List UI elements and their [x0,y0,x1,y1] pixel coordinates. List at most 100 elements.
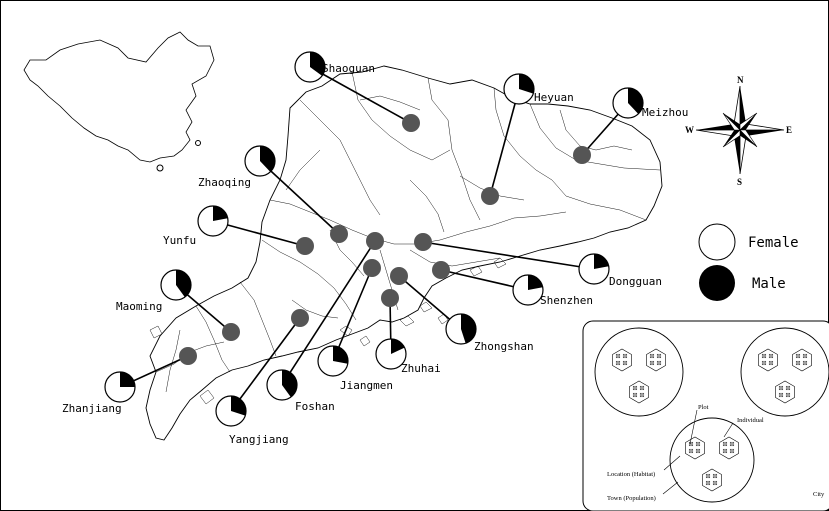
sampling-site-yangjiang [291,309,309,327]
sampling-site-shaoguan [402,114,420,132]
diagram-location-hexagon [775,380,795,404]
diagram-individual-mark [690,443,692,445]
pie-male-slice [594,254,609,269]
diagram-individual-mark [634,394,636,396]
sampling-site-yunfu [296,237,314,255]
diagram-individual-mark [714,475,716,477]
pie-male-slice [120,372,135,387]
compass-w-label: W [685,125,694,135]
compass-e-label: E [786,125,792,135]
city-label-zhanjiang: Zhanjiang [62,402,122,415]
city-label-dongguan: Dongguan [609,275,662,288]
city-label-foshan: Foshan [295,400,335,413]
diagram-city-label: City [813,491,825,498]
city-label-yunfu: Yunfu [163,234,196,247]
diagram-individual-mark [697,443,699,445]
diagram-location-hexagon [702,468,722,492]
diagram-individual-mark [731,443,733,445]
diagram-individual-mark [780,387,782,389]
diagram-individual-mark [651,355,653,357]
sex-ratio-pie-dongguan [578,253,610,285]
city-label-yangjiang: Yangjiang [229,433,289,446]
sampling-site-jiangmen [363,259,381,277]
compass-n-label: N [737,75,744,85]
diagram-individual-mark [641,387,643,389]
sex-ratio-pie-meizhou [612,87,644,119]
diagram-individual-mark [724,443,726,445]
diagram-individual-mark [797,355,799,357]
city-label-jiangmen: Jiangmen [340,379,393,392]
leader-line-foshan [281,240,376,386]
leader-line-shaoguan [309,66,412,124]
diagram-location-hexagon [792,348,812,372]
city-label-heyuan: Heyuan [534,91,574,104]
city-label-shaoguan: Shaoguan [322,62,375,75]
sex-ratio-pie-jiangmen [317,345,349,377]
sampling-site-zhuhai [381,289,399,307]
diagram-individual-mark [707,482,709,484]
diagram-location-hexagon [629,380,649,404]
diagram-individual-mark [724,450,726,452]
diagram-individual-mark [634,387,636,389]
legend-female-label: Female [748,235,799,251]
sampling-site-maoming [222,323,240,341]
pie-male-slice [176,270,191,298]
sampling-site-heyuan [481,187,499,205]
sex-ratio-pies [104,51,644,427]
diagram-town-circle [740,327,829,417]
pie-male-slice [231,396,247,416]
diagram-town-label: Town (Population) [607,495,656,502]
sampling-site-zhongshan [390,267,408,285]
sex-ratio-pie-zhuhai [375,338,407,370]
sex-ratio-pie-zhanjiang [104,371,136,403]
diagram-town-circle [669,417,755,503]
diagram-individual-mark [787,387,789,389]
diagram-individual-mark [804,355,806,357]
pie-male-slice [260,146,275,172]
sex-ratio-pie-shaoguan [294,51,326,83]
pie-male-slice [391,339,405,354]
sex-ratio-pie-yunfu [197,205,229,237]
taiwan-inset-island [195,140,201,146]
compass-s-label: S [737,177,742,187]
leader-line-yunfu [212,220,306,247]
leader-line-jiangmen [332,267,373,362]
sex-ratio-pie-shenzhen [512,274,544,306]
diagram-individual-mark [770,355,772,357]
diagram-individual-mark [641,394,643,396]
leader-line-zhaoqing [259,160,340,235]
diagram-location-hexagon [612,348,632,372]
leader-line-yangjiang [230,317,301,412]
pie-male-slice [461,314,476,344]
sampling-design-diagram: Plot Individual Location (Habitat) Town … [582,320,829,511]
legend: Female Male [698,223,799,301]
sex-ratio-pie-foshan [266,369,298,401]
city-label-maoming: Maoming [116,300,162,313]
city-label-zhuhai: Zhuhai [401,362,441,375]
sex-ratio-pie-heyuan [503,73,535,105]
compass-rose-icon: N S E W [685,75,792,187]
diagram-individual-mark [658,362,660,364]
city-label-zhaoqing: Zhaoqing [198,176,251,189]
sex-ratio-pie-zhongshan [445,313,477,345]
sampling-sites [179,114,591,365]
pie-male-slice [282,370,297,398]
diagram-individual-mark [624,362,626,364]
diagram-individual-label: Individual [737,417,764,424]
pie-male-slice [213,206,228,221]
diagram-individual-mark [731,450,733,452]
diagram-individual-mark [624,355,626,357]
diagram-location-hexagon [646,348,666,372]
diagram-town-circle [594,327,684,417]
leader-line-dongguan [422,241,595,270]
diagram-location-hexagon [719,436,739,460]
hainan-inset-island [156,164,164,172]
pie-male-slice [519,74,534,94]
pie-male-slice [528,275,543,290]
sex-ratio-pie-zhaoqing [244,145,276,177]
diagram-individual-mark [804,362,806,364]
diagram-individual-mark [617,362,619,364]
diagram-individual-mark [797,362,799,364]
diagram-individual-mark [780,394,782,396]
